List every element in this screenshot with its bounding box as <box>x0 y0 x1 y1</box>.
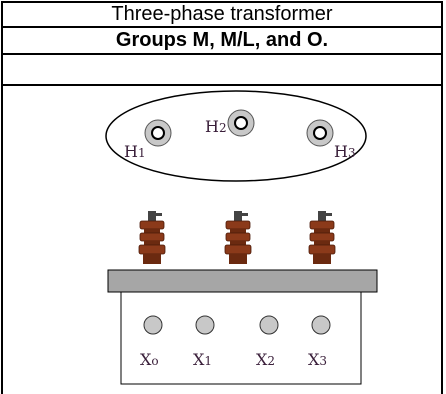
x2-label: X2 <box>256 350 275 369</box>
page-title: Three-phase transformer <box>1 1 443 28</box>
x0-terminal <box>143 315 163 335</box>
bushing-left <box>138 211 166 264</box>
top-view-oval <box>105 90 367 182</box>
tank-top-plate <box>107 269 378 293</box>
x3-terminal <box>311 315 331 335</box>
diagram-area <box>1 86 443 394</box>
x3-label: X3 <box>308 350 327 369</box>
page-subtitle: Groups M, M/L, and O. <box>1 27 443 55</box>
bushing-right <box>308 211 336 264</box>
section-divider <box>1 55 443 86</box>
h2-label: H2 <box>205 117 227 136</box>
x1-terminal <box>195 315 215 335</box>
x1-label: X1 <box>193 350 212 369</box>
h1-label: H1 <box>124 142 146 161</box>
h1-terminal <box>144 119 172 147</box>
bushing-center <box>224 211 252 264</box>
h2-terminal <box>227 109 255 137</box>
tank-body <box>120 291 362 385</box>
x2-terminal <box>259 315 279 335</box>
h3-label: H3 <box>334 142 356 161</box>
x0-label: Xo <box>140 350 159 369</box>
h3-terminal <box>306 119 334 147</box>
